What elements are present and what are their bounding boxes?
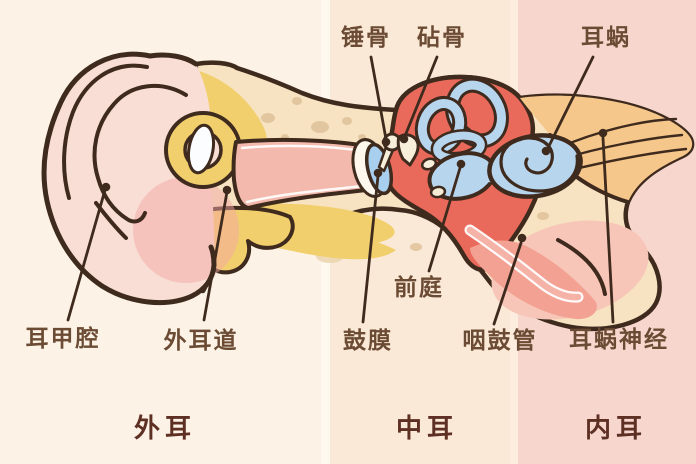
leader-line-vestibule (427, 166, 462, 273)
cochlea-spiral (499, 136, 579, 193)
pinna (41, 51, 242, 306)
leader-dot-cochlear-nerve (598, 128, 608, 138)
leader-dot-eustachian-tube (517, 233, 527, 243)
label-concha-cavity: 耳甲腔 (26, 325, 101, 351)
section-labels: 外耳 中耳 内耳 (134, 413, 647, 443)
soft-tissue-outline (556, 238, 607, 296)
label-cochlea: 耳蜗 (581, 24, 631, 50)
leader-line-ear-canal (202, 190, 229, 322)
leader-line-concha-cavity (66, 188, 107, 322)
leader-dot-eardrum (373, 168, 383, 178)
leader-line-cochlea (546, 55, 595, 150)
leader-line-incus (403, 55, 439, 138)
leader-dot-concha-cavity (101, 182, 111, 192)
eustachian-tube-inner (466, 226, 582, 301)
ear-illustration (41, 51, 695, 332)
inner-ear-structures (414, 77, 583, 201)
pinna-folds (62, 63, 188, 240)
leader-dot-ear-canal (222, 185, 232, 195)
label-eustachian-tube: 咽鼓管 (463, 327, 538, 353)
canal-inner-line-bottom (245, 184, 364, 204)
stapes-bone (420, 157, 438, 171)
leader-dot-malleus (381, 137, 391, 147)
leader-line-cochlear-nerve (601, 136, 615, 324)
leader-lines (66, 55, 615, 326)
leader-line-eustachian-tube (492, 241, 523, 326)
round-window (429, 185, 447, 199)
leader-dots (101, 128, 608, 243)
section-label-outer-ear: 外耳 (134, 413, 196, 443)
label-ear-canal: 外耳道 (164, 327, 239, 353)
label-cochlear-nerve: 耳蜗神经 (569, 326, 669, 352)
label-vestibule: 前庭 (394, 274, 444, 300)
label-eardrum: 鼓膜 (343, 327, 393, 353)
leader-line-eardrum (361, 174, 380, 324)
label-malleus: 锤骨 (341, 24, 391, 50)
label-incus: 砧骨 (417, 24, 467, 50)
concha-highlight (186, 123, 216, 175)
canal-inner-line-top (240, 144, 365, 153)
leader-dot-vestibule (456, 159, 466, 169)
structure-labels: 锤骨 砧骨 耳蜗 耳甲腔 外耳道 鼓膜 前庭 咽鼓管 耳蜗神经 (26, 24, 669, 353)
ear-canal-group (231, 137, 375, 210)
section-label-inner-ear: 内耳 (585, 413, 647, 443)
pinna-blush (133, 177, 239, 283)
leader-dot-incus (399, 134, 409, 144)
leader-dot-cochlea (541, 146, 551, 156)
leader-line-malleus (369, 55, 388, 141)
section-label-middle-ear: 中耳 (396, 413, 458, 443)
